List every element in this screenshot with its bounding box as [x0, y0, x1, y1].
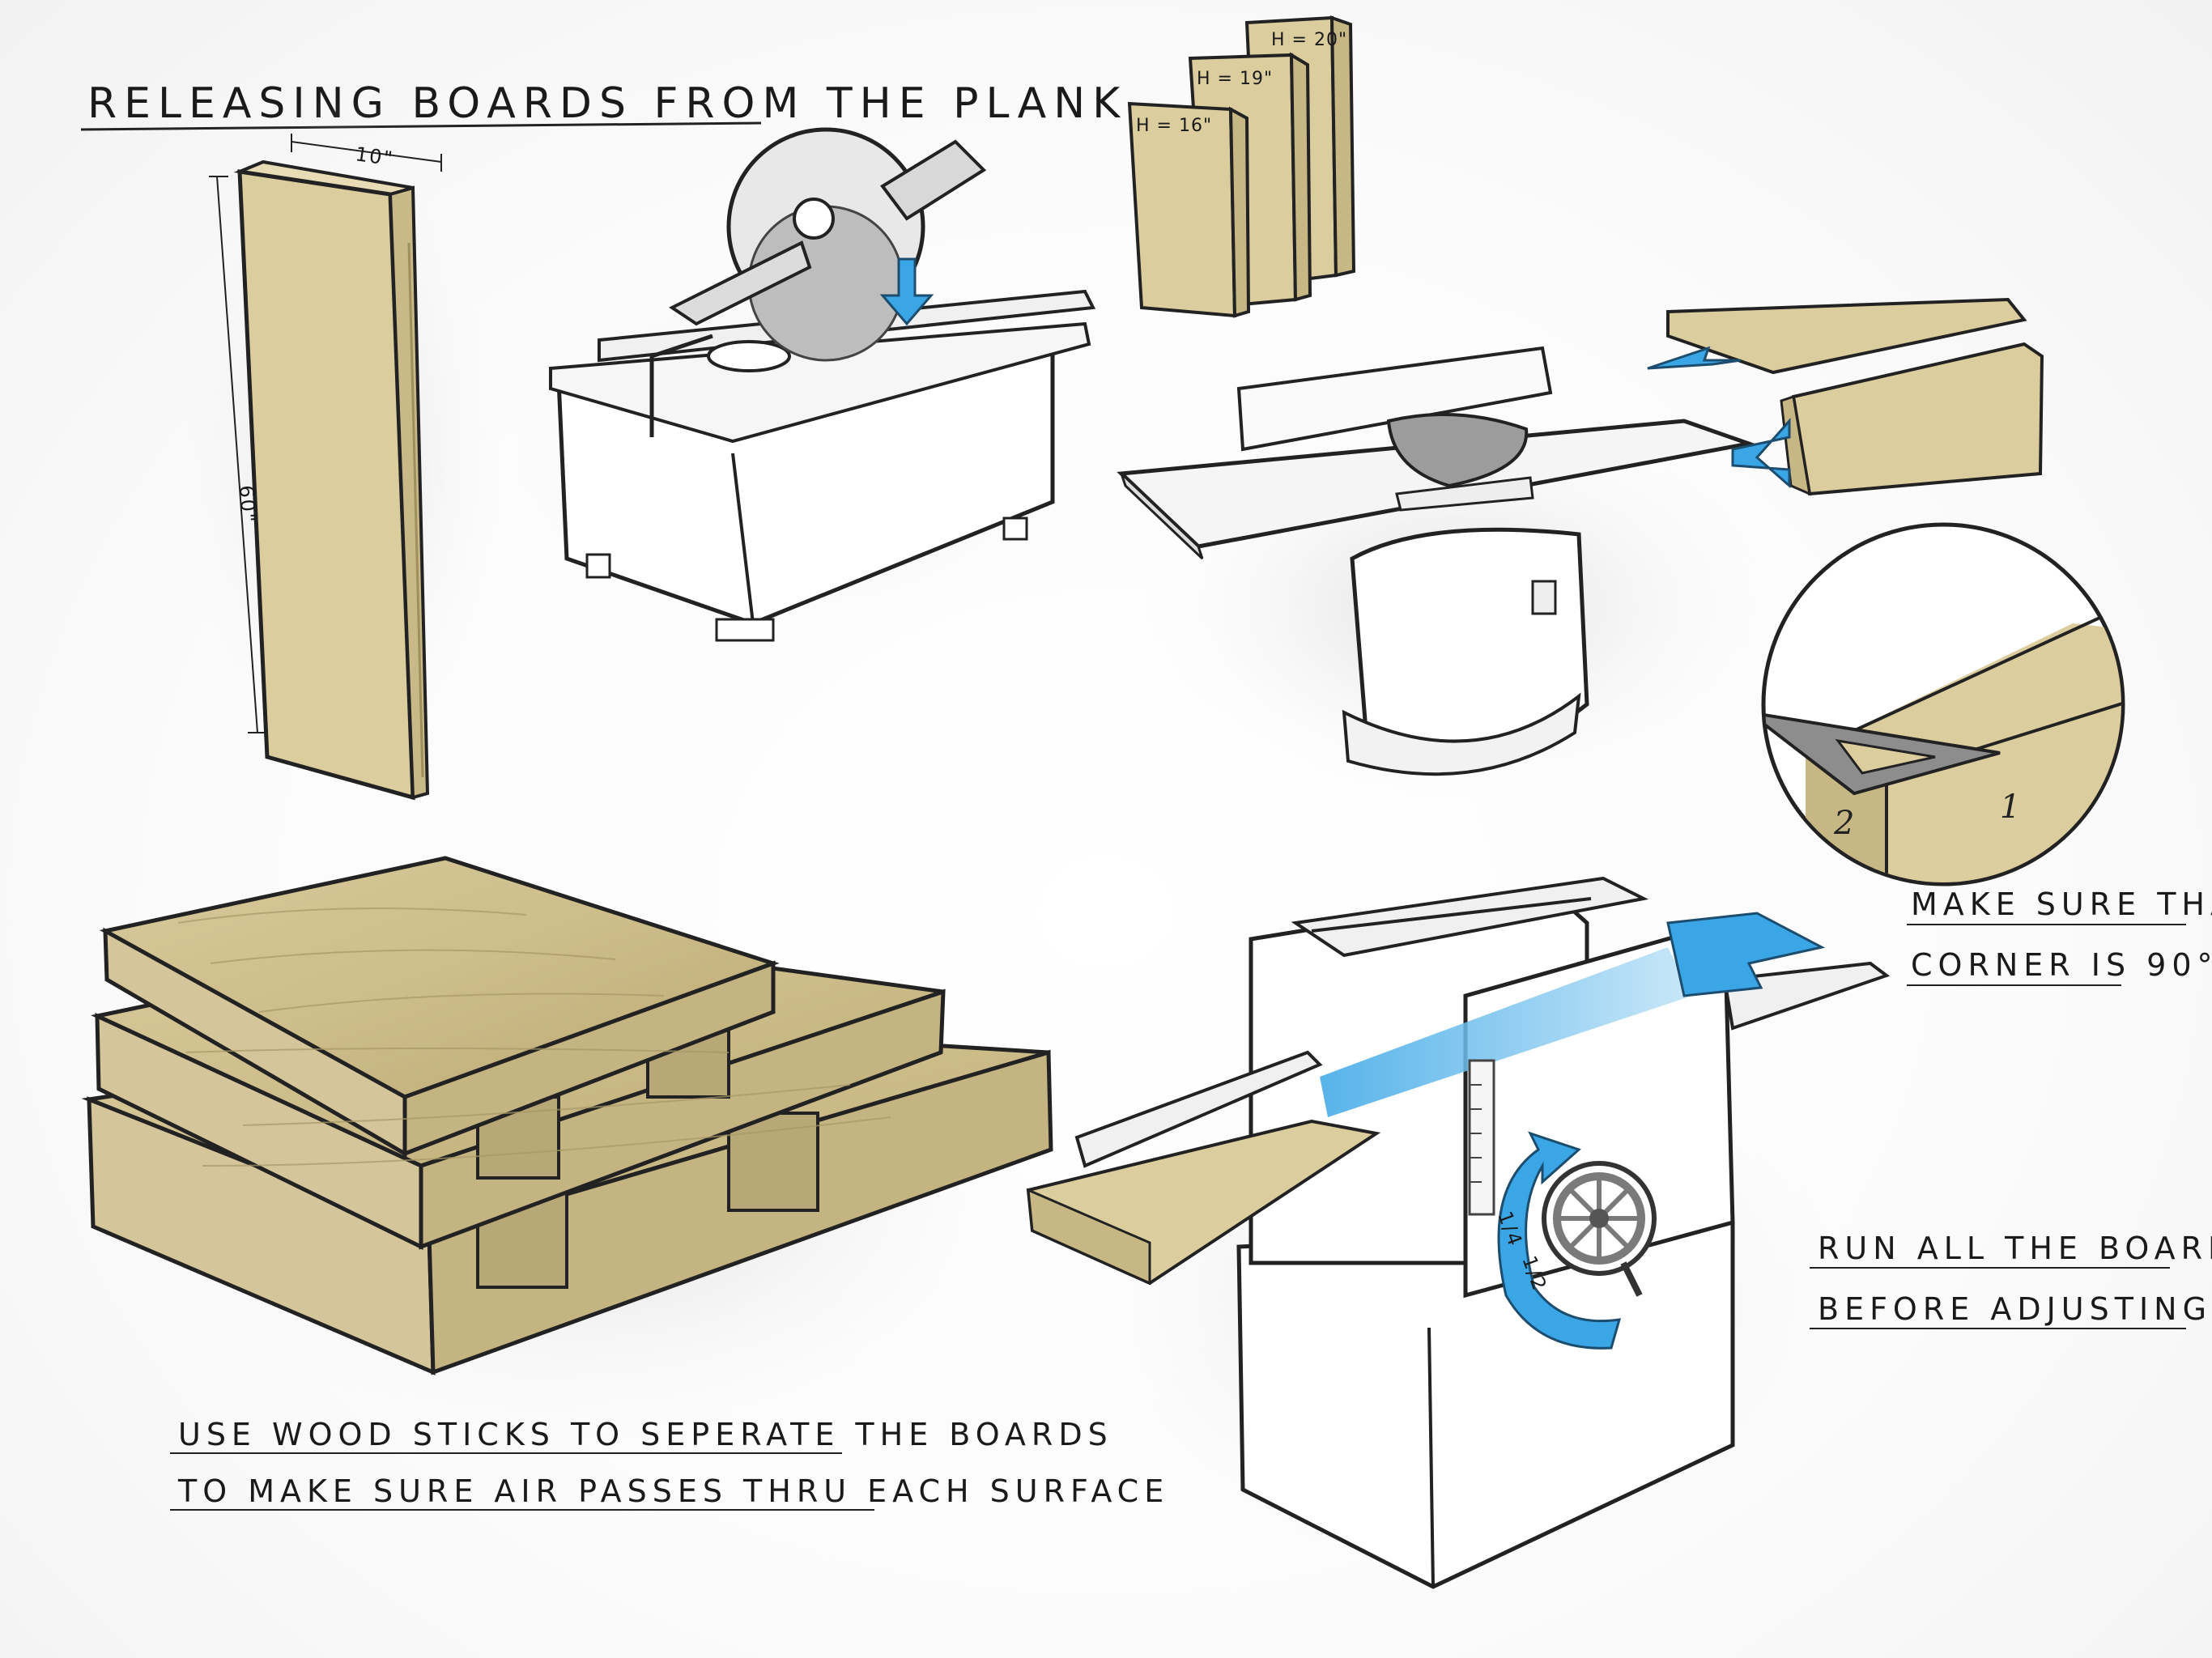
corner-note-line2: CORNER IS 90°: [1911, 947, 2212, 983]
title-group: RELEASING BOARDS FROM THE PLANK: [81, 79, 1127, 130]
saw-handle: [883, 142, 984, 219]
planer-illustration: 1/4 1/2: [1028, 878, 1887, 1587]
stack-note: USE WOOD STICKS TO SEPERATE THE BOARDS T…: [170, 1417, 1169, 1510]
corner-note-line1: MAKE SURE THAT ONE: [1911, 886, 2212, 922]
board-heights-illustration: H = 16" H = 19" H = 20": [1129, 18, 1354, 316]
input-arrow-icon: [1733, 421, 1789, 486]
plank-illustration: 10" 60": [162, 97, 518, 810]
square-corner-detail: 2 1: [1749, 525, 2146, 891]
plank-face: [240, 172, 413, 797]
corner-edge-2: 2: [1833, 805, 1854, 842]
jointer-input-board: [1793, 344, 2042, 494]
miter-saw-illustration: [486, 130, 1101, 648]
board-20-label: H = 20": [1271, 30, 1347, 50]
stacked-boards-illustration: [81, 858, 1085, 1465]
board-16-label: H = 16": [1136, 116, 1212, 136]
board-19-label: H = 19": [1197, 69, 1273, 89]
corner-edge-1: 1: [2000, 789, 2020, 826]
plank-length-label: 60": [235, 484, 260, 524]
corner-note: MAKE SURE THAT ONE CORNER IS 90°: [1907, 886, 2212, 985]
planer-note-line2: BEFORE ADJUSTING THE CRANK: [1818, 1291, 2212, 1327]
planer-note-line1: RUN ALL THE BOARDS THRU: [1818, 1231, 2212, 1266]
stack-note-line2: TO MAKE SURE AIR PASSES THRU EACH SURFAC…: [177, 1473, 1169, 1509]
jointer-switch: [1533, 581, 1555, 614]
stack-note-line1: USE WOOD STICKS TO SEPERATE THE BOARDS: [178, 1417, 1113, 1452]
page-title: RELEASING BOARDS FROM THE PLANK: [87, 79, 1127, 128]
depth-scale: [1470, 1061, 1494, 1214]
